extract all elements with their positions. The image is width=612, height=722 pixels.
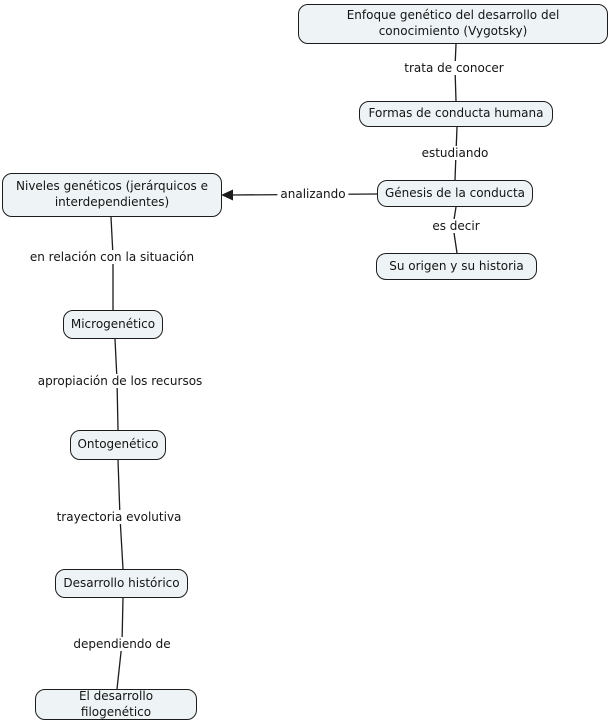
link-label-dependiendo-de[interactable]: dependiendo de	[70, 637, 174, 651]
node-su-origen-y-su-historia[interactable]: Su origen y su historia	[376, 253, 537, 280]
arrowhead-left-icon	[221, 189, 233, 201]
link-label-trayectoria-evolutiva[interactable]: trayectoria evolutiva	[53, 510, 185, 524]
node-microgenetico[interactable]: Microgenético	[63, 310, 163, 339]
link-label-apropiacion-de-los-recursos[interactable]: apropiación de los recursos	[34, 374, 206, 388]
node-label: Enfoque genético del desarrollo del cono…	[346, 8, 560, 38]
node-niveles-geneticos[interactable]: Niveles genéticos (jerárquicos e interde…	[2, 173, 222, 217]
node-ontogenetico[interactable]: Ontogenético	[70, 430, 166, 460]
node-genesis-de-la-conducta[interactable]: Génesis de la conducta	[377, 180, 533, 207]
link-label-analizando[interactable]: analizando	[277, 187, 349, 201]
link-label-es-decir[interactable]: es decir	[429, 219, 483, 233]
link-label-estudiando[interactable]: estudiando	[418, 146, 492, 160]
node-enfoque-genetico[interactable]: Enfoque genético del desarrollo del cono…	[298, 4, 608, 44]
node-label: Niveles genéticos (jerárquicos e interde…	[16, 179, 208, 209]
node-label: Génesis de la conducta	[384, 185, 526, 200]
node-label: Microgenético	[70, 316, 156, 331]
node-label: Ontogenético	[77, 437, 159, 452]
node-formas-de-conducta[interactable]: Formas de conducta humana	[359, 101, 553, 127]
node-label: El desarrollo filogenético	[78, 688, 154, 719]
link-label-en-relacion-con-la-situacion[interactable]: en relación con la situación	[26, 250, 198, 264]
node-desarrollo-filogenetico[interactable]: El desarrollo filogenético	[35, 689, 197, 720]
node-desarrollo-historico[interactable]: Desarrollo histórico	[55, 569, 188, 598]
node-label: Su origen y su historia	[389, 258, 524, 273]
node-label: Desarrollo histórico	[63, 575, 180, 590]
node-label: Formas de conducta humana	[368, 106, 544, 121]
link-label-trata-de-conocer[interactable]: trata de conocer	[401, 61, 507, 75]
